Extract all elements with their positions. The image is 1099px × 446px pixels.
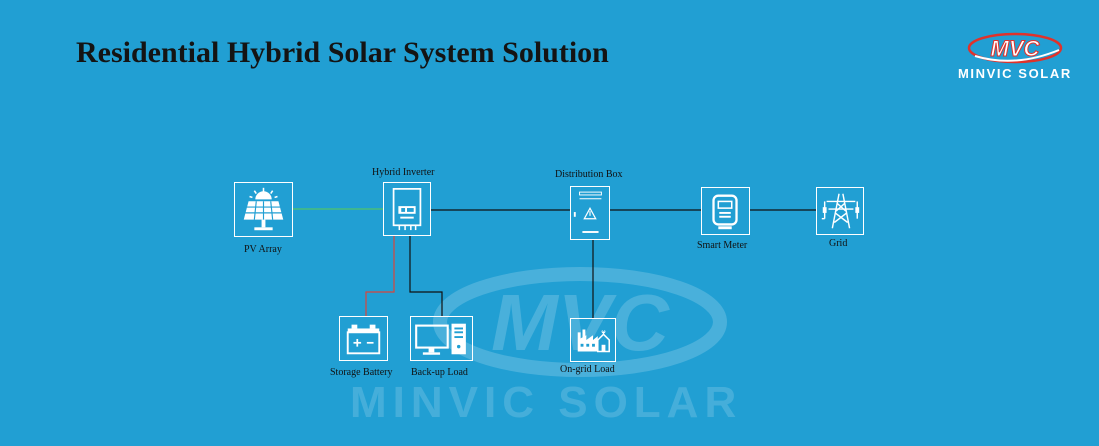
ongrid-load-node[interactable] [570, 318, 616, 362]
smart-meter-label: Smart Meter [697, 240, 748, 251]
grid-node[interactable] [816, 187, 864, 235]
meter-icon [712, 194, 738, 230]
watermark-logo: MVC [433, 267, 727, 377]
inverter-to-backup-line [409, 236, 443, 316]
storage-battery-node[interactable] [339, 316, 388, 361]
grid-label: Grid [829, 238, 848, 249]
ongrid-load-label: On-grid Load [560, 364, 615, 375]
backup-load-node[interactable] [410, 316, 473, 361]
solar-panel-icon [243, 187, 284, 231]
inverter-to-battery-line [365, 236, 395, 316]
smart-meter-node[interactable] [701, 187, 750, 235]
backup-load-label: Back-up Load [411, 367, 468, 378]
power-tower-icon [821, 193, 860, 229]
brand-logo: MVC [967, 32, 1063, 64]
watermark-logo-text: MVC [491, 278, 670, 367]
hybrid-inverter-node[interactable] [383, 182, 431, 236]
storage-battery-label: Storage Battery [330, 367, 393, 378]
inverter-icon [392, 188, 422, 231]
battery-icon [346, 324, 381, 355]
pv-array-node[interactable] [234, 182, 293, 237]
page-title: Residential Hybrid Solar System Solution [76, 36, 609, 69]
distribution-box-node[interactable] [570, 186, 610, 240]
distribution-box-icon [573, 191, 602, 233]
brand-logo-text: MVC [991, 36, 1041, 61]
watermark-text: MINVIC SOLAR [350, 378, 743, 427]
brand-name: MINVIC SOLAR [958, 66, 1072, 81]
pv-array-label: PV Array [244, 244, 282, 255]
hybrid-inverter-label: Hybrid Inverter [372, 167, 435, 178]
factory-icon [577, 329, 610, 353]
distribution-box-label: Distribution Box [555, 169, 623, 180]
computer-icon [415, 323, 466, 355]
